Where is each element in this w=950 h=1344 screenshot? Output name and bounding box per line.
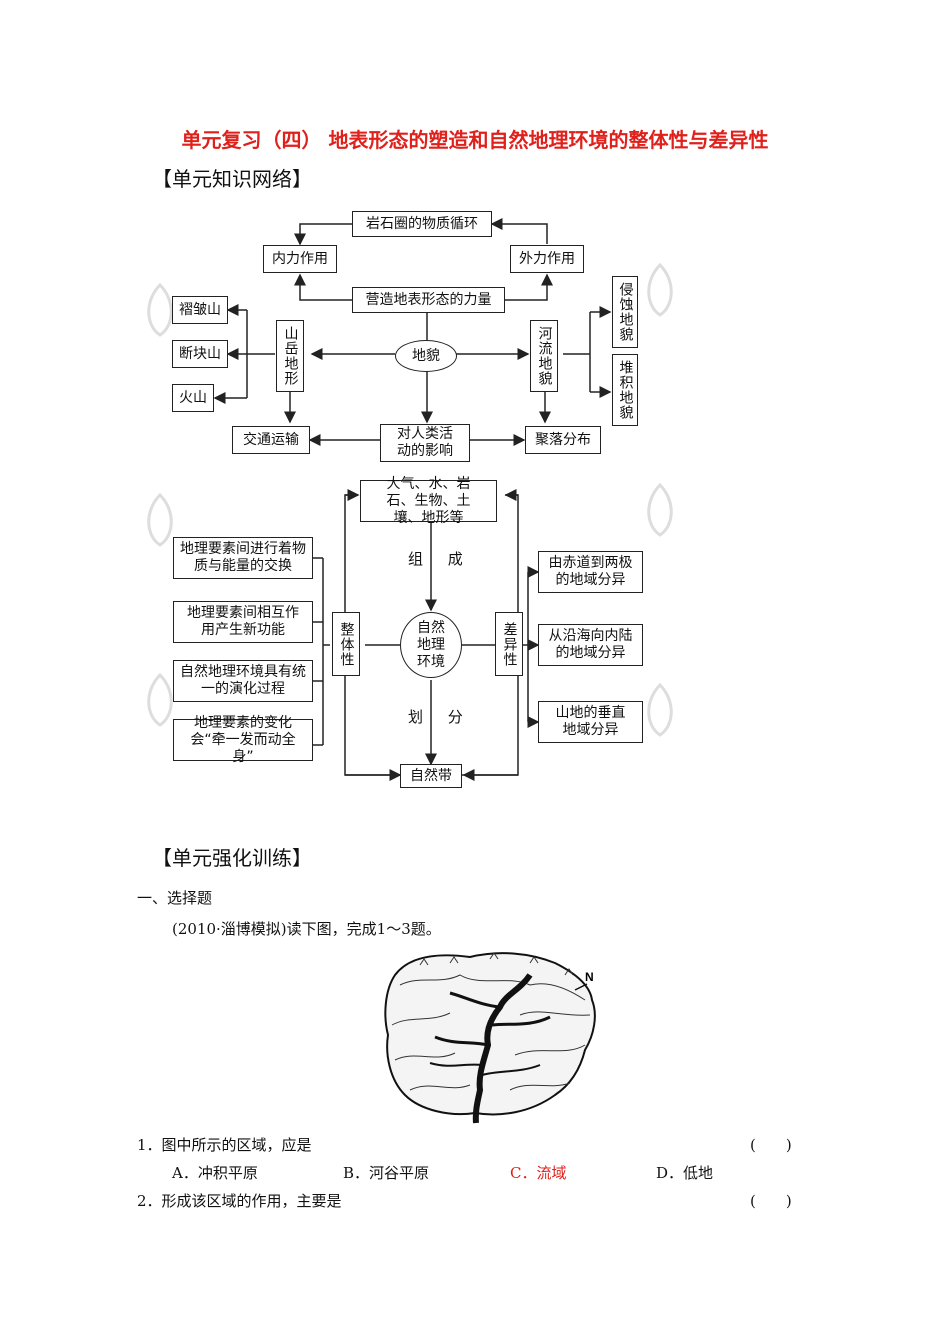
box-volcano: 火山 xyxy=(172,384,214,412)
box-shaping-force: 营造地表形态的力量 xyxy=(352,287,505,313)
box-right-item: 由赤道到两极的地域分异 xyxy=(538,551,643,593)
box-left-item: 自然地理环境具有统一的演化过程 xyxy=(173,660,313,702)
box-right-item: 从沿海向内陆的地域分异 xyxy=(538,624,643,666)
page-title: 单元复习（四） 地表形态的塑造和自然地理环境的整体性与差异性 xyxy=(181,128,769,152)
watermark-leaf-icon xyxy=(147,672,173,727)
map-north-label: N xyxy=(585,970,594,984)
watermark-leaf-icon xyxy=(647,262,673,317)
box-natural-zone: 自然带 xyxy=(400,764,462,788)
question-1-option-b[interactable]: B．河谷平原 xyxy=(343,1164,430,1182)
box-left-item: 地理要素间进行着物质与能量的交换 xyxy=(173,537,313,579)
box-transport: 交通运输 xyxy=(232,426,310,454)
box-settlement: 聚落分布 xyxy=(525,426,601,454)
question-2-bracket: ( ) xyxy=(750,1192,792,1210)
box-folded-mountain: 褶皱山 xyxy=(172,296,228,324)
box-mountain-landform: 山岳地形 xyxy=(276,320,304,392)
label-compose: 组 成 xyxy=(408,550,473,568)
question-1-text: 1．图中所示的区域，应是 xyxy=(137,1136,312,1154)
question-1-option-c[interactable]: C．流域 xyxy=(510,1164,567,1182)
box-left-item: 地理要素间相互作用产生新功能 xyxy=(173,601,313,643)
label-divide: 划 分 xyxy=(408,708,473,726)
box-right-item: 山地的垂直地域分异 xyxy=(538,701,643,743)
question-2-text: 2．形成该区域的作用，主要是 xyxy=(137,1192,342,1210)
ellipse-landform: 地貌 xyxy=(395,340,457,372)
box-fault-block-mountain: 断块山 xyxy=(172,340,228,368)
box-integrity: 整体性 xyxy=(332,612,360,676)
watermark-leaf-icon xyxy=(647,482,673,537)
question-1-bracket: ( ) xyxy=(750,1136,792,1154)
box-elements: 大气、水、岩石、生物、土壤、地形等 xyxy=(360,476,497,526)
box-deposition-landform: 堆积地貌 xyxy=(612,354,638,426)
box-difference: 差异性 xyxy=(495,612,523,676)
section-heading-network: 【单元知识网络】 xyxy=(152,167,312,191)
box-internal-force: 内力作用 xyxy=(263,245,337,273)
question-1-option-a[interactable]: A．冲积平原 xyxy=(172,1164,258,1182)
watermark-leaf-icon xyxy=(647,682,673,737)
question-intro: (2010·淄博模拟)读下图，完成1～3题。 xyxy=(172,920,441,938)
river-basin-map: N xyxy=(384,952,596,1124)
box-left-item: 地理要素的变化会“牵一发而动全身” xyxy=(173,715,313,765)
box-erosion-landform: 侵蚀地貌 xyxy=(612,276,638,348)
box-river-landform: 河流地貌 xyxy=(530,320,558,392)
section-heading-training: 【单元强化训练】 xyxy=(152,846,312,870)
question-1-option-d[interactable]: D．低地 xyxy=(656,1164,714,1182)
watermark-leaf-icon xyxy=(147,492,173,547)
box-external-force: 外力作用 xyxy=(510,245,584,273)
box-rock-cycle: 岩石圈的物质循环 xyxy=(352,211,492,237)
circle-natural-env: 自然地理环境 xyxy=(400,612,462,678)
box-human-impact: 对人类活动的影响 xyxy=(380,424,470,462)
watermark-leaf-icon xyxy=(147,282,173,337)
part-heading: 一、选择题 xyxy=(137,889,213,907)
